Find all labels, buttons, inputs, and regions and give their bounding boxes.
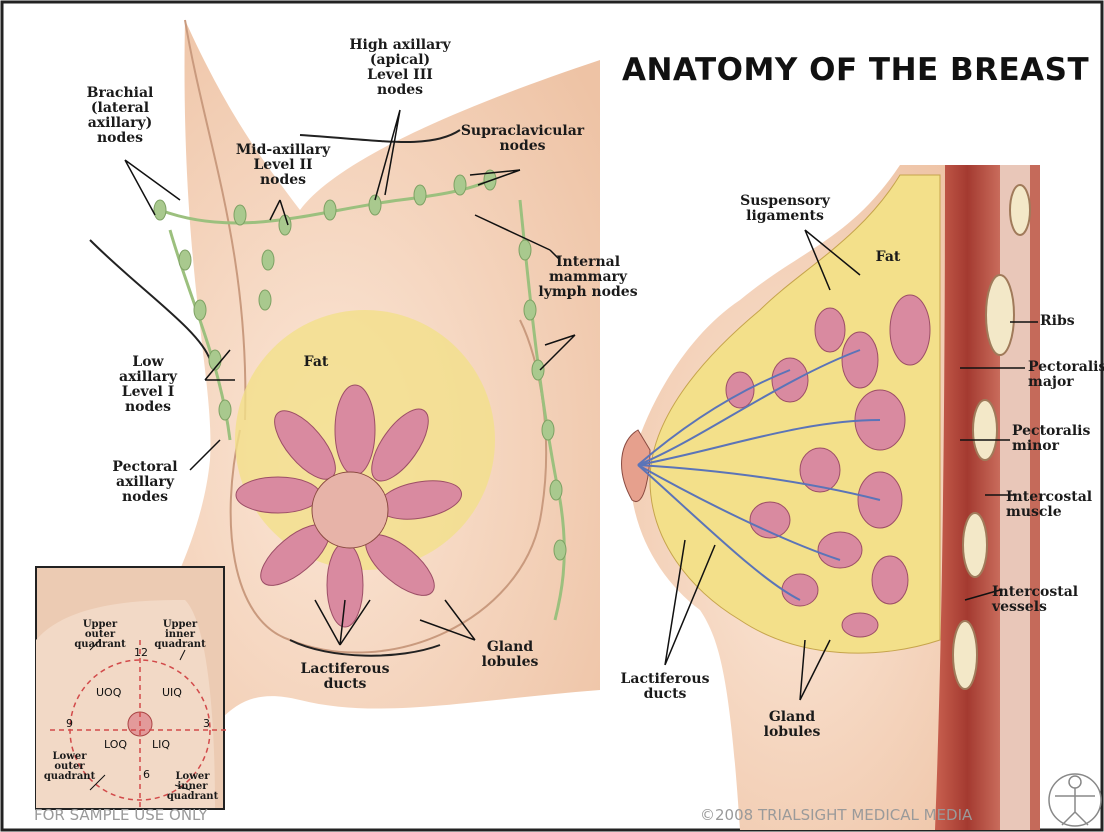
label-intercostal-muscle: Intercostal muscle xyxy=(1006,490,1101,520)
label-side-gland-lobules: Gland lobules xyxy=(752,710,832,740)
label-front-fat: Fat xyxy=(296,355,336,370)
label-mid-axillary-nodes: Mid-axillary Level II nodes xyxy=(228,143,338,188)
label-suspensory-ligaments: Suspensory ligaments xyxy=(730,194,840,224)
inset-label-upper-inner: Upper inner quadrant xyxy=(150,620,210,650)
label-pectoralis-minor: Pectoralis minor xyxy=(1012,424,1102,454)
label-front-lactiferous-ducts: Lactiferous ducts xyxy=(290,662,400,692)
label-intercostal-vessels: Intercostal vessels xyxy=(992,585,1097,615)
inset-clock-3: 3 xyxy=(203,717,210,730)
label-ribs: Ribs xyxy=(1040,314,1100,329)
inset-uiq: UIQ xyxy=(162,686,182,699)
label-pectoralis-major: Pectoralis major xyxy=(1028,360,1104,390)
inset-liq: LIQ xyxy=(152,738,170,751)
logo-emblem xyxy=(1049,774,1101,826)
diagram-title: ANATOMY OF THE BREAST xyxy=(622,52,1089,88)
label-low-axillary-nodes: Low axillary Level I nodes xyxy=(108,355,188,415)
inset-label-lower-inner: Lower inner quadrant xyxy=(165,772,220,802)
label-pectoral-axillary-nodes: Pectoral axillary nodes xyxy=(100,460,190,505)
inset-clock-12: 12 xyxy=(134,646,148,659)
sample-watermark: FOR SAMPLE USE ONLY xyxy=(34,806,208,824)
inset-loq: LOQ xyxy=(104,738,127,751)
inset-label-lower-outer: Lower outer quadrant xyxy=(42,752,97,782)
inset-label-upper-outer: Upper outer quadrant xyxy=(70,620,130,650)
label-internal-mammary-nodes: Internal mammary lymph nodes xyxy=(528,255,648,300)
label-supraclavicular-nodes: Supraclavicular nodes xyxy=(460,124,585,154)
label-side-fat: Fat xyxy=(868,250,908,265)
label-brachial-nodes: Brachial (lateral axillary) nodes xyxy=(70,86,170,146)
label-high-axillary-nodes: High axillary (apical) Level III nodes xyxy=(340,38,460,98)
label-side-lactiferous-ducts: Lactiferous ducts xyxy=(610,672,720,702)
copyright-text: ©2008 TRIALSIGHT MEDICAL MEDIA xyxy=(700,806,972,824)
inset-clock-9: 9 xyxy=(66,717,73,730)
label-front-gland-lobules: Gland lobules xyxy=(470,640,550,670)
inset-clock-6: 6 xyxy=(143,768,150,781)
inset-uoq: UOQ xyxy=(96,686,121,699)
